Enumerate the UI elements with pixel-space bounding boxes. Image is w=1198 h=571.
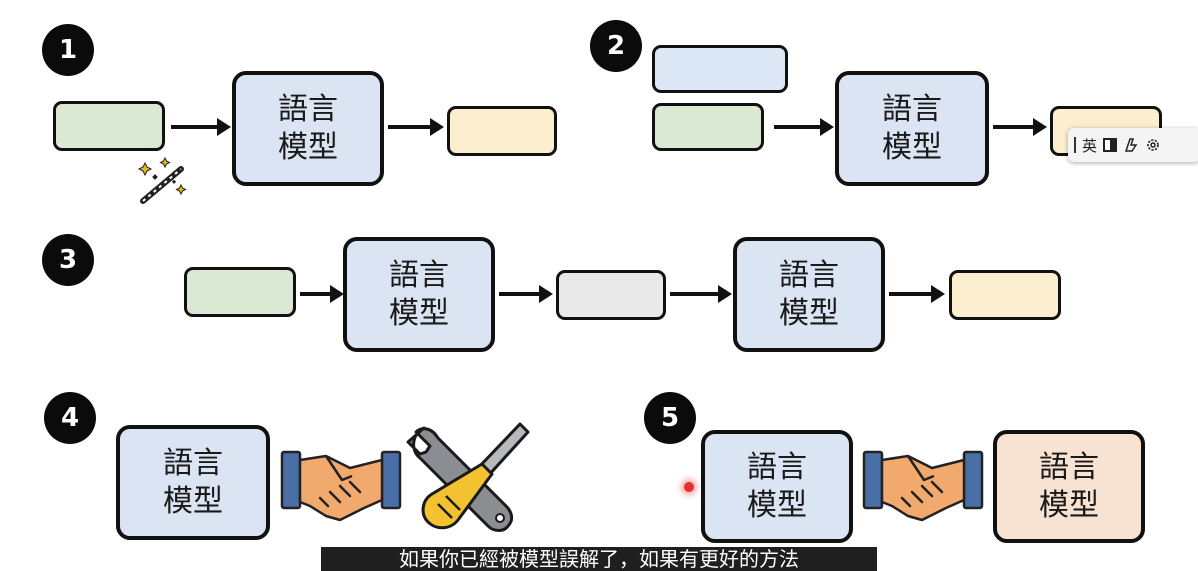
keyboard-icon[interactable] (1123, 137, 1139, 153)
laser-pointer-dot (684, 482, 694, 492)
arrow (388, 118, 444, 136)
ime-language-toggle[interactable]: 英 (1082, 136, 1098, 155)
arrow (774, 118, 834, 136)
ime-toolbar[interactable]: 英 (1068, 128, 1198, 162)
lm-label-line1: 語言 (163, 445, 223, 481)
lm-label-line2: 模型 (278, 129, 338, 165)
handshake-icon (862, 450, 984, 522)
lm-label-line2: 模型 (1039, 487, 1099, 523)
input-box (184, 267, 296, 317)
lm-label-line2: 模型 (882, 129, 942, 165)
lm-label-line2: 模型 (747, 487, 807, 523)
arrow (670, 285, 732, 303)
prompt-box (652, 45, 788, 93)
arrow (300, 285, 344, 303)
arrow (171, 118, 231, 136)
language-model-box: 語言 模型 (232, 71, 384, 186)
language-model-box: 語言 模型 (116, 425, 270, 540)
lm-label-line2: 模型 (163, 483, 223, 519)
language-model-box: 語言 模型 (343, 237, 495, 352)
lm-label-line1: 語言 (278, 91, 338, 127)
language-model-box: 語言 模型 (733, 237, 885, 352)
arrow (889, 285, 945, 303)
arrow (499, 285, 553, 303)
input-box (652, 103, 764, 151)
step-badge-5: 5 (644, 392, 696, 444)
lm-label-line1: 語言 (779, 257, 839, 293)
lm-label-line1: 語言 (389, 257, 449, 293)
handshake-icon (280, 450, 402, 522)
language-model-box: 語言 模型 (701, 430, 853, 543)
drag-handle[interactable] (1074, 137, 1076, 153)
step-badge-3: 3 (42, 234, 94, 286)
wrench-screwdriver-icon (406, 422, 530, 532)
output-box (447, 106, 557, 156)
intermediate-box (556, 270, 666, 320)
step-badge-1: 1 (42, 24, 94, 76)
half-square-icon[interactable] (1103, 138, 1118, 152)
lm-label-line1: 語言 (747, 449, 807, 485)
arrow (993, 118, 1047, 136)
lm-label-line2: 模型 (389, 295, 449, 331)
lm-label-line1: 語言 (882, 91, 942, 127)
input-box (53, 101, 165, 151)
lm-label-line2: 模型 (779, 295, 839, 331)
output-box (949, 270, 1061, 320)
step-badge-4: 4 (44, 392, 96, 444)
subtitle-caption: 如果你已經被模型誤解了，如果有更好的方法 (321, 547, 877, 571)
lm-label-line1: 語言 (1039, 449, 1099, 485)
language-model-box: 語言 模型 (835, 71, 989, 186)
language-model-box: 語言 模型 (993, 430, 1145, 543)
gear-icon[interactable] (1145, 137, 1161, 153)
magic-wand-icon (137, 156, 187, 204)
step-badge-2: 2 (590, 20, 642, 72)
